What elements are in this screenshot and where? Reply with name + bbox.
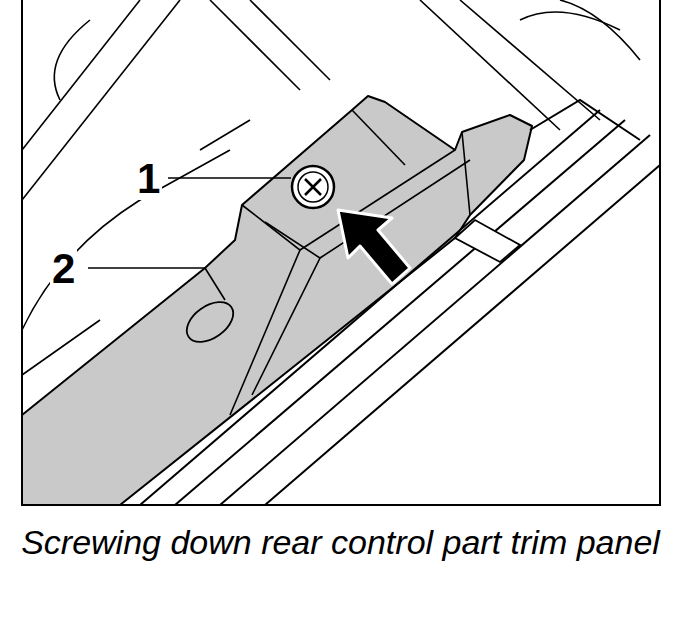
rail-lines	[140, 100, 660, 505]
trim-panel	[22, 96, 532, 505]
callout-number: 1	[135, 158, 162, 200]
figure-caption: Screwing down rear control part trim pan…	[10, 520, 671, 564]
leader-lines	[88, 178, 291, 268]
callout-number: 2	[50, 248, 77, 290]
rail-tab	[455, 220, 520, 262]
direction-arrow	[338, 210, 410, 284]
screw-symbol	[292, 166, 334, 208]
panel-hole	[180, 294, 241, 350]
panel-ribs	[205, 110, 470, 415]
figure-frame	[22, 0, 660, 505]
